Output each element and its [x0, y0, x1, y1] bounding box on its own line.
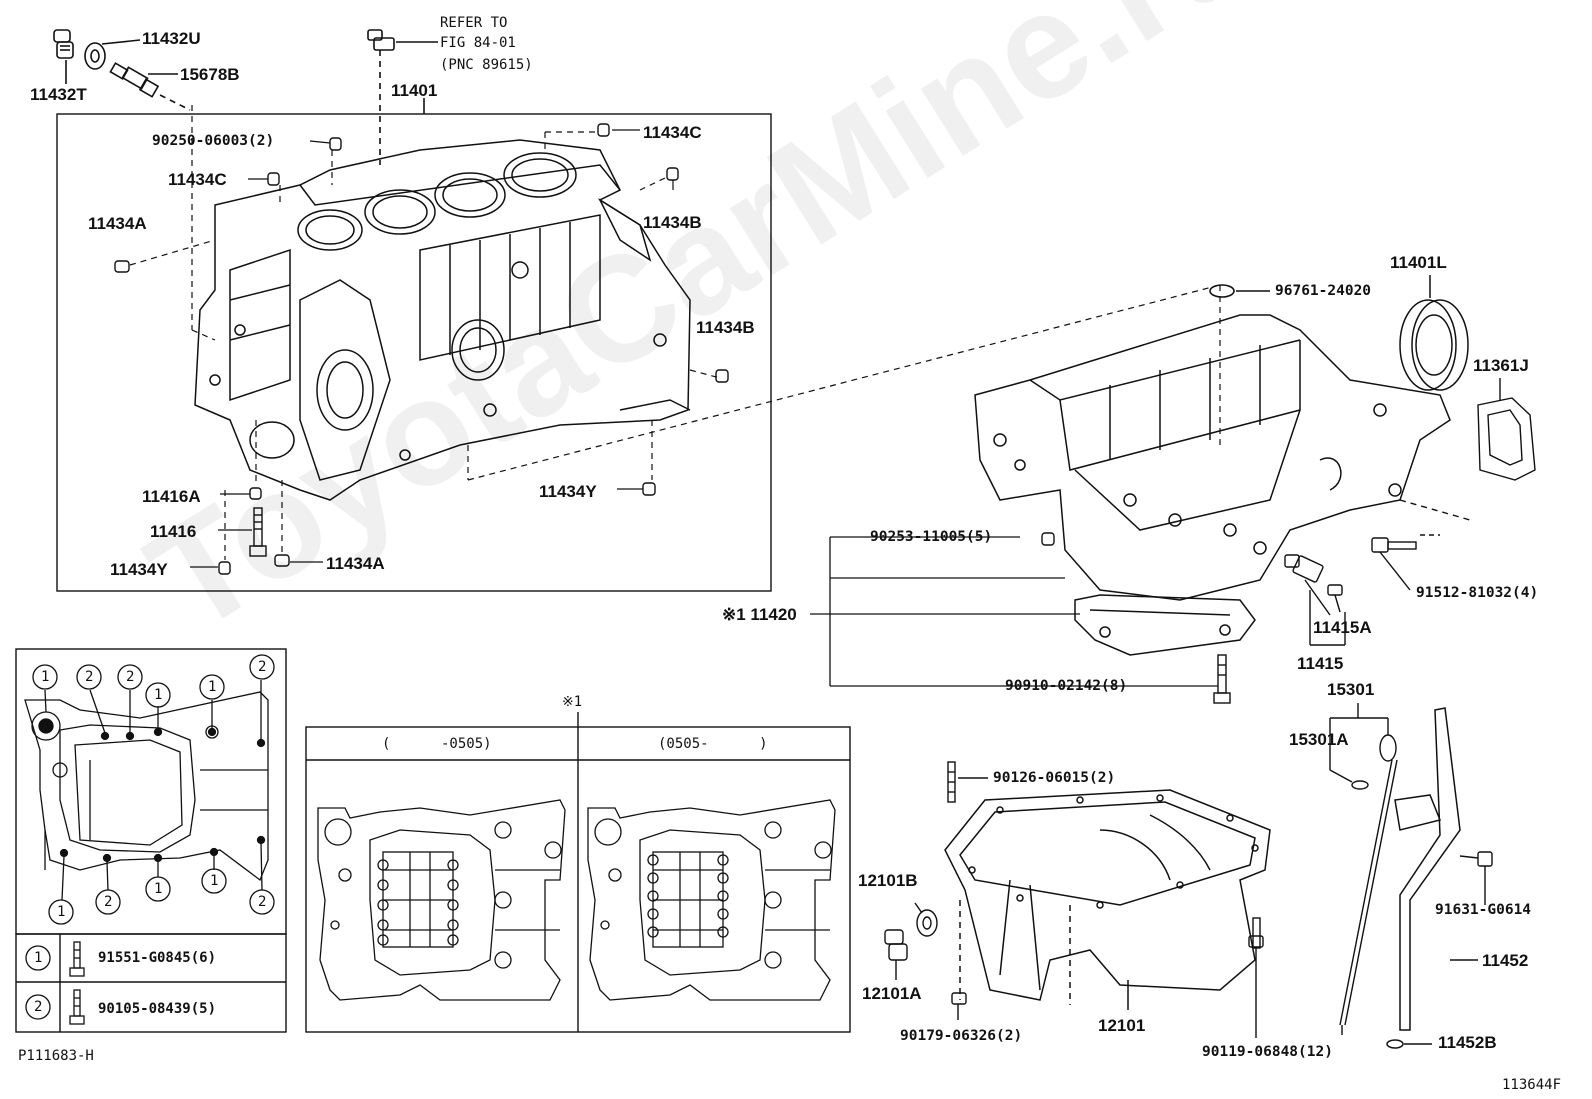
knock-sensor-ref-icon	[367, 29, 438, 165]
gasket-11432U-icon	[84, 42, 106, 70]
label-11420[interactable]: ※1 11420	[722, 605, 797, 624]
dowel-pins-icon	[114, 123, 1055, 575]
label-90250-06003[interactable]: 90250-06003(2)	[152, 133, 275, 149]
oil-seal-11401L-icon	[1399, 275, 1469, 391]
drain-plug-12101A-icon	[884, 902, 938, 980]
label-11434A-top[interactable]: 11434A	[88, 214, 147, 233]
variant-old-drawing	[317, 799, 566, 1001]
label-11361J[interactable]: 11361J	[1473, 356, 1529, 375]
label-90910-02142[interactable]: 90910-02142(8)	[1005, 678, 1128, 694]
label-12101A[interactable]: 12101A	[862, 984, 922, 1003]
label-11401L[interactable]: 11401L	[1390, 253, 1447, 272]
variant-header-old: ( -0505)	[382, 736, 492, 752]
label-15301A[interactable]: 15301A	[1289, 730, 1349, 749]
label-11415A[interactable]: 11415A	[1313, 618, 1372, 637]
label-11452[interactable]: 11452	[1482, 951, 1529, 970]
label-leaders	[190, 129, 674, 568]
bolt-91631-icon	[1459, 851, 1493, 905]
label-90126-06015[interactable]: 90126-06015(2)	[993, 770, 1116, 786]
marker-11: 2	[258, 894, 267, 910]
stud-90126-icon	[947, 761, 988, 803]
marker-5: 1	[208, 679, 217, 695]
refer-note-line1: REFER TO	[440, 15, 508, 31]
gasket-11361J-icon	[1399, 378, 1536, 521]
bolt-91512-icon	[1371, 534, 1440, 591]
dipstick-guide-11452-icon	[1386, 707, 1478, 1049]
dipstick-15301-icon	[1329, 703, 1398, 1035]
label-11432U[interactable]: 11432U	[142, 29, 201, 48]
label-91631-G0614[interactable]: 91631-G0614	[1435, 902, 1532, 918]
bolt-11416-icon	[249, 507, 267, 557]
label-11434Y-right[interactable]: 11434Y	[539, 482, 597, 501]
illustration-code: P111683-H	[18, 1048, 94, 1064]
legend-bolt-icons	[69, 941, 85, 1025]
o-ring-96761-icon	[1209, 284, 1270, 298]
label-11415[interactable]: 11415	[1297, 654, 1344, 673]
variant-header-new: (0505- )	[658, 736, 768, 752]
label-11434C-right[interactable]: 11434C	[643, 123, 702, 142]
marker-1: 1	[41, 669, 50, 685]
label-11434A-bottom[interactable]: 11434A	[326, 554, 385, 573]
bracket-leader-11420	[810, 536, 1218, 687]
marker-7: 1	[57, 904, 66, 920]
block-leaders	[129, 105, 1221, 560]
nut-90179-icon	[951, 992, 967, 1020]
bolt-pattern-frame	[15, 648, 287, 1033]
oil-pan-12101-icon	[944, 789, 1271, 1010]
marker-9: 1	[154, 881, 163, 897]
marker-2: 2	[85, 669, 94, 685]
refer-note-line2: FIG 84-01	[440, 35, 516, 51]
label-15678B[interactable]: 15678B	[180, 65, 240, 84]
label-11434B-top[interactable]: 11434B	[643, 213, 702, 232]
label-11434Y-left[interactable]: 11434Y	[110, 560, 168, 579]
legend-row1-part[interactable]: 91551-G0845(6)	[98, 950, 217, 966]
label-11416A[interactable]: 11416A	[142, 487, 201, 506]
marker-4: 1	[154, 687, 163, 703]
oil-jet-11415-icon	[1284, 554, 1346, 646]
oil-pan-upper-11420-icon	[974, 314, 1451, 656]
variant-new-drawing	[587, 799, 836, 1001]
label-91512-81032[interactable]: 91512-81032(4)	[1416, 585, 1539, 601]
legend-row2-part[interactable]: 90105-08439(5)	[98, 1001, 217, 1017]
label-11434B-right[interactable]: 11434B	[696, 318, 755, 337]
label-11416[interactable]: 11416	[150, 522, 197, 541]
label-90119-06848[interactable]: 90119-06848(12)	[1202, 1044, 1333, 1060]
bolt-pattern-markers	[25, 654, 275, 1020]
label-90179-06326[interactable]: 90179-06326(2)	[900, 1028, 1023, 1044]
bolt-90910-icon	[1213, 654, 1231, 704]
label-90253-11005[interactable]: 90253-11005(5)	[870, 529, 993, 545]
marker-8: 2	[104, 894, 113, 910]
cylinder-block-11401-icon	[194, 139, 691, 501]
marker-10: 1	[210, 873, 219, 889]
figure-code: 113644F	[1502, 1077, 1562, 1093]
label-11434C-left[interactable]: 11434C	[168, 170, 227, 189]
cylinder-block-frame	[56, 113, 772, 592]
label-15301[interactable]: 15301	[1327, 680, 1375, 699]
variant-box-frame	[305, 712, 851, 1033]
plug-11432T-icon	[53, 29, 74, 59]
bolt-90119-icon	[1248, 917, 1264, 1038]
bolt-pattern-drawing	[24, 680, 269, 901]
label-11432T[interactable]: 11432T	[30, 85, 87, 104]
legend-row2-num: 2	[34, 999, 43, 1015]
legend-row1-num: 1	[34, 950, 43, 966]
oil-pressure-switch-15678B-icon	[109, 62, 178, 98]
marker-6: 2	[258, 659, 267, 675]
refer-note-line3: (PNC 89615)	[440, 57, 533, 73]
label-12101B[interactable]: 12101B	[858, 871, 918, 890]
label-11452B[interactable]: 11452B	[1438, 1033, 1497, 1052]
label-11401[interactable]: 11401	[391, 81, 438, 100]
label-12101[interactable]: 12101	[1098, 1016, 1146, 1035]
marker-3: 2	[126, 669, 135, 685]
variant-ref-mark: ※1	[562, 694, 583, 710]
label-96761-24020[interactable]: 96761-24020	[1275, 283, 1372, 299]
